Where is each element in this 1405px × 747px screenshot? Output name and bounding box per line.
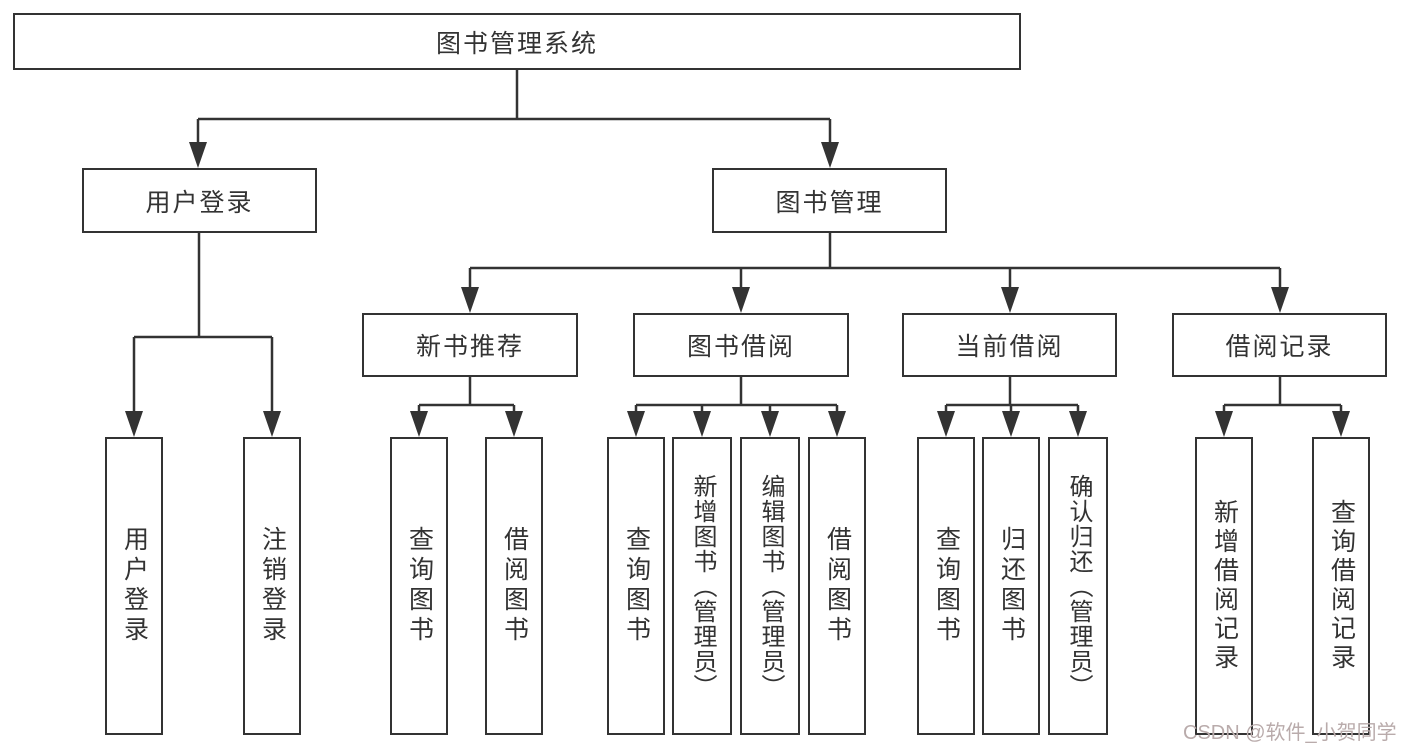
node-library-management-system: 图书管理系统 — [13, 13, 1021, 70]
leaf-return-books: 归还图书 — [982, 437, 1040, 735]
node-label: 图书管理 — [775, 188, 884, 217]
node-label: 借阅图书 — [500, 526, 529, 646]
leaf-add-borrow-record: 新增借阅记录 — [1195, 437, 1253, 735]
leaf-query-borrow-record: 查询借阅记录 — [1312, 437, 1370, 735]
node-label: 归还图书 — [997, 526, 1026, 646]
node-label: 新书推荐 — [415, 333, 524, 361]
node-book-management: 图书管理 — [712, 168, 947, 233]
node-label: 图书借阅 — [686, 333, 795, 361]
node-label: 查询图书 — [932, 526, 961, 646]
leaf-query-books-borrow: 查询图书 — [607, 437, 665, 735]
node-book-borrowing: 图书借阅 — [633, 313, 849, 377]
node-user-login-branch: 用户登录 — [82, 168, 317, 233]
node-label: 确认归还（管理员） — [1065, 473, 1092, 699]
node-new-book-recommend: 新书推荐 — [362, 313, 578, 377]
leaf-user-login: 用户登录 — [105, 437, 163, 735]
node-borrowing-records: 借阅记录 — [1172, 313, 1387, 377]
leaf-borrow-books-recommend: 借阅图书 — [485, 437, 543, 735]
node-label: 注销登录 — [258, 526, 287, 646]
leaf-confirm-return-admin: 确认归还（管理员） — [1048, 437, 1108, 735]
node-label: 新增借阅记录 — [1210, 499, 1239, 673]
csdn-watermark: CSDN @软件_小贺同学 — [1183, 722, 1397, 744]
node-label: 当前借阅 — [955, 333, 1064, 361]
node-label: 查询图书 — [405, 526, 434, 646]
leaf-query-books-recommend: 查询图书 — [390, 437, 448, 735]
leaf-borrow-books: 借阅图书 — [808, 437, 866, 735]
leaf-query-books-current: 查询图书 — [917, 437, 975, 735]
leaf-logout: 注销登录 — [243, 437, 301, 735]
node-label: 查询借阅记录 — [1327, 499, 1356, 673]
node-label: 借阅记录 — [1225, 333, 1334, 361]
node-label: 新增图书（管理员） — [689, 473, 716, 699]
node-label: 用户登录 — [145, 188, 254, 217]
leaf-edit-books-admin: 编辑图书（管理员） — [740, 437, 800, 735]
node-label: 用户登录 — [120, 526, 149, 646]
leaf-add-books-admin: 新增图书（管理员） — [672, 437, 732, 735]
node-current-borrowing: 当前借阅 — [902, 313, 1117, 377]
node-label: 编辑图书（管理员） — [757, 473, 784, 699]
node-label: 图书管理系统 — [435, 29, 598, 58]
node-label: 查询图书 — [622, 526, 651, 646]
node-label: 借阅图书 — [823, 526, 852, 646]
